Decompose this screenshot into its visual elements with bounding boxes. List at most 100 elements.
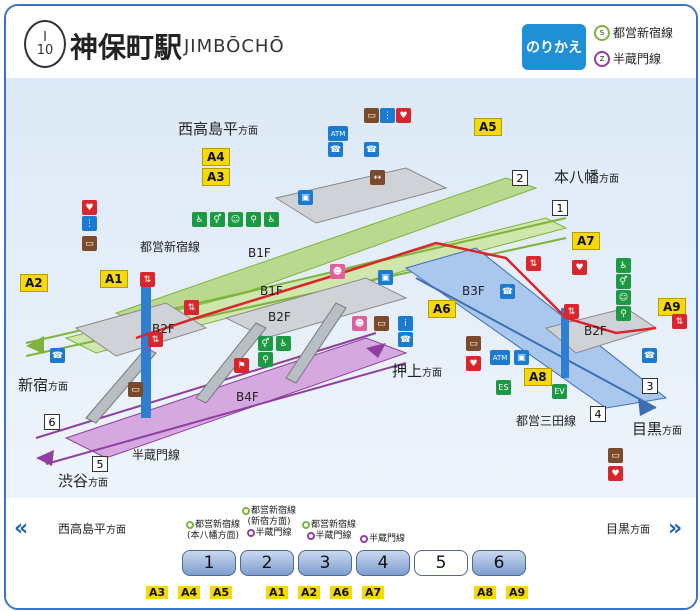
- platform-2: 2: [512, 170, 528, 186]
- telephone-icon: ☎: [50, 348, 65, 363]
- mita-track: [415, 277, 657, 409]
- aed-icon: ♥: [608, 466, 623, 481]
- direction-arrow-meguro: [638, 398, 656, 416]
- line-letter: I: [43, 29, 47, 45]
- elevator-icon: ⇅: [526, 256, 541, 271]
- multipurpose-toilet-icon: ♿: [264, 212, 279, 227]
- stroller-icon: ⚲: [616, 306, 631, 321]
- baby-icon: ☺: [228, 212, 243, 227]
- exit-a6[interactable]: A6: [428, 300, 456, 318]
- escalator-icon: ES: [496, 380, 511, 395]
- pillar: [561, 308, 569, 378]
- car-note-3: 都営新宿線半蔵門線: [302, 520, 356, 542]
- car-note-2: 都営新宿線(新宿方面)半蔵門線: [242, 506, 296, 539]
- stairs: [195, 322, 267, 404]
- aed-icon: ♥: [466, 356, 481, 371]
- barrier-free-route: [135, 241, 657, 340]
- transfer-line-hanzomon: Z 半蔵門線: [594, 50, 661, 67]
- phone-icon: ⋮: [380, 108, 395, 123]
- locker-icon: ▭: [608, 448, 623, 463]
- arrow-right-icon: »: [668, 516, 683, 541]
- place-oshiage: 押上方面: [392, 362, 443, 380]
- transfer-line-name: 半蔵門線: [613, 52, 662, 66]
- baby-icon: ☺: [616, 290, 631, 305]
- toilet-icon: ⚥: [210, 212, 225, 227]
- pillar: [141, 278, 151, 418]
- baby-icon: ⚲: [246, 212, 261, 227]
- floor-label: B1F: [248, 246, 271, 260]
- elevator-icon: ⇅: [148, 332, 163, 347]
- station-map-frame: I 10 神保町駅 JIMBŌCHŌ のりかえ S 都営新宿線 Z 半蔵門線: [4, 4, 698, 610]
- locker-icon: ▭: [374, 316, 389, 331]
- car-note-4: 半蔵門線: [360, 534, 405, 545]
- exit-a2-car: A2: [298, 586, 321, 599]
- exit-a8-car: A8: [474, 586, 497, 599]
- platform-4: 4: [590, 406, 606, 422]
- exit-a2[interactable]: A2: [20, 274, 48, 292]
- direction-arrow-shibuya: [36, 450, 54, 466]
- toilet-icon: ♿: [616, 258, 631, 273]
- car-3: 3: [298, 550, 352, 576]
- arrow-left-icon: «: [14, 516, 29, 541]
- floor-label: B2F: [584, 324, 607, 338]
- exit-a3[interactable]: A3: [202, 168, 230, 186]
- exit-a8[interactable]: A8: [524, 368, 552, 386]
- atm-icon: ATM: [328, 126, 348, 141]
- toilet-icon: ⚥: [616, 274, 631, 289]
- platform-1: 1: [552, 200, 568, 216]
- telephone-icon: ☎: [364, 142, 379, 157]
- line-label-shinjuku: 都営新宿線: [140, 240, 201, 254]
- hanzomon-track-lower: [45, 362, 407, 465]
- telephone-icon: ☎: [398, 332, 413, 347]
- exit-a6-car: A6: [330, 586, 353, 599]
- station-diagram-svg: [25, 167, 668, 466]
- direction-right: 目黒方面: [606, 522, 651, 536]
- women-car-icon: ☻: [352, 316, 367, 331]
- locker-icon: ▭: [82, 236, 97, 251]
- elevator-icon: ⇅: [672, 314, 687, 329]
- station-title: 神保町駅: [70, 31, 183, 64]
- stairs: [85, 347, 157, 424]
- exit-a4[interactable]: A4: [202, 148, 230, 166]
- multipurpose-toilet-icon: ♿: [276, 336, 291, 351]
- direction-arrow-oshiage: [366, 343, 386, 358]
- toilet-sign-icon: ↔: [370, 170, 385, 185]
- car-2: 2: [240, 550, 294, 576]
- elevator-icon: ⇅: [140, 272, 155, 287]
- exit-a1[interactable]: A1: [100, 270, 128, 288]
- place-motoyawata: 本八幡方面: [554, 168, 620, 186]
- header: I 10 神保町駅 JIMBŌCHŌ のりかえ S 都営新宿線 Z 半蔵門線: [6, 6, 696, 76]
- place-shibuya: 渋谷方面: [58, 472, 109, 490]
- station-title-en: JIMBŌCHŌ: [184, 36, 285, 57]
- mita-platform: [404, 247, 668, 409]
- elevator-icon: ⇅: [184, 300, 199, 315]
- exit-a4-car: A4: [178, 586, 201, 599]
- platform-6: 6: [44, 414, 60, 430]
- exit-a1-car: A1: [266, 586, 289, 599]
- floor-label: B1F: [260, 284, 283, 298]
- concourse-north: [274, 167, 448, 224]
- exit-a9[interactable]: A9: [658, 298, 686, 316]
- info-icon: i: [398, 316, 413, 331]
- exit-a5[interactable]: A5: [474, 118, 502, 136]
- telephone-icon: ☎: [642, 348, 657, 363]
- toilet-icon: ⚥: [258, 336, 273, 351]
- aed-icon: ♥: [82, 200, 97, 215]
- shinjuku-line-icon: S: [594, 24, 610, 41]
- floor-label: B4F: [236, 390, 259, 404]
- floor-label: B2F: [268, 310, 291, 324]
- toilet-icon: ⚲: [258, 352, 273, 367]
- exit-a7-car: A7: [362, 586, 385, 599]
- platform-5: 5: [92, 456, 108, 472]
- exit-a5-car: A5: [210, 586, 233, 599]
- place-meguro: 目黒方面: [632, 420, 683, 438]
- direction-left: 西高島平方面: [58, 522, 127, 536]
- line-label-hanzomon: 半蔵門線: [132, 448, 181, 462]
- phone-icon: ⋮: [82, 216, 97, 231]
- platform-3: 3: [642, 378, 658, 394]
- station-number: 10: [36, 42, 54, 58]
- stairs: [285, 302, 347, 384]
- elevator-icon: EV: [552, 384, 567, 399]
- exit-a7[interactable]: A7: [572, 232, 600, 250]
- aed-icon: ♥: [396, 108, 411, 123]
